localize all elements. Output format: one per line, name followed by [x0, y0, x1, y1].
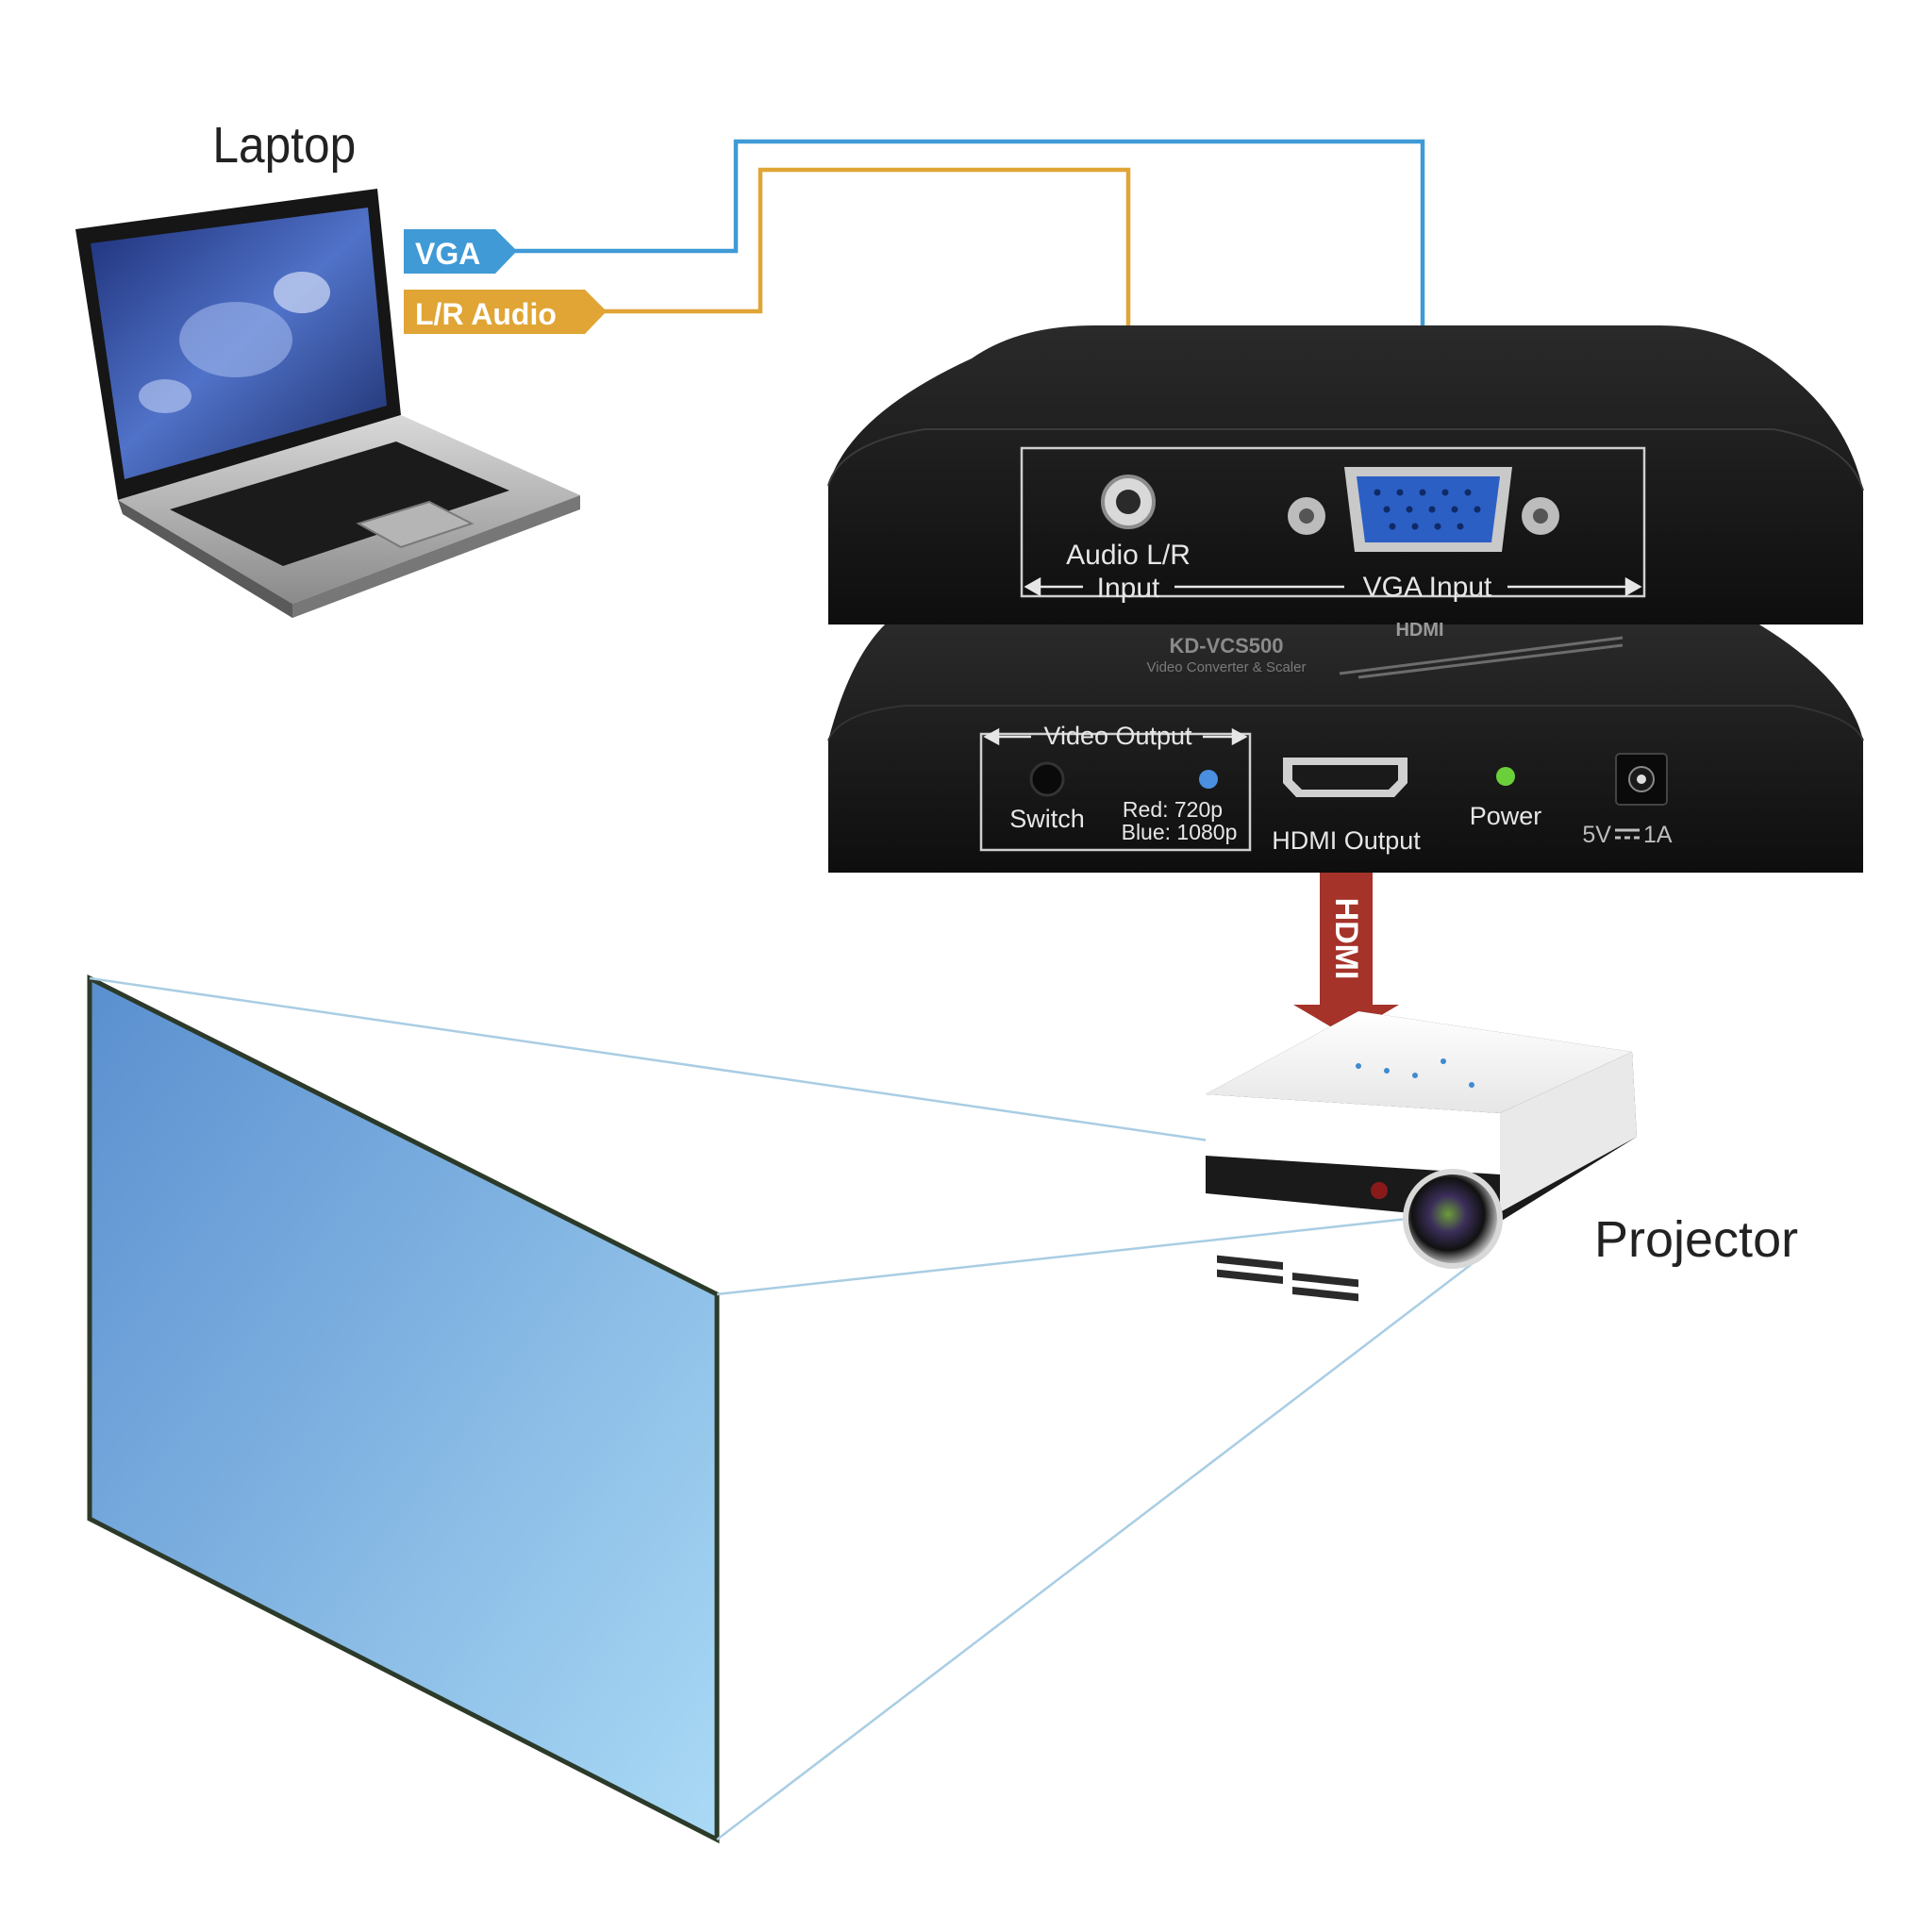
switch-label: Switch	[1009, 805, 1085, 833]
projection-screen	[87, 974, 720, 1844]
device-logo: HDMI	[1395, 620, 1443, 641]
hdmi-arrow-label: HDMI	[1328, 898, 1364, 980]
dc-symbol-icon	[1615, 828, 1640, 840]
vga-tag-label: VGA	[415, 237, 480, 271]
hdmi-output-label: HDMI Output	[1272, 826, 1421, 855]
projector-image	[1206, 1011, 1637, 1302]
audio-tag-label: L/R Audio	[415, 297, 557, 331]
dc-voltage-label: 5V	[1582, 822, 1611, 848]
projector-label: Projector	[1594, 1211, 1798, 1268]
dc-power-jack-icon	[1615, 753, 1668, 806]
vga-input-label: VGA Input	[1363, 572, 1492, 603]
vga-tag: VGA	[404, 229, 517, 274]
projector-lens-icon	[1403, 1169, 1503, 1269]
converter-back-panel: Audio L/R Input VGA Input	[827, 325, 1864, 625]
laptop-label: Laptop	[212, 116, 356, 173]
audio-input-label-line1: Audio L/R	[1066, 540, 1191, 571]
resolution-blue-label: Blue: 1080p	[1122, 820, 1238, 844]
device-model: KD-VCS500	[1169, 634, 1283, 658]
hdmi-port-icon	[1283, 758, 1407, 797]
audio-input-label-line2: Input	[1097, 573, 1160, 604]
audio-tag: L/R Audio	[404, 290, 607, 334]
resolution-led-icon	[1199, 770, 1218, 789]
converter-front-panel: HDMI KD-VCS500 Video Converter & Scaler …	[827, 620, 1864, 873]
video-output-label: Video Output	[1043, 722, 1192, 750]
power-led-icon	[1496, 767, 1515, 786]
power-label: Power	[1470, 802, 1542, 830]
device-brand: HDMI KD-VCS500 Video Converter & Scaler	[1147, 620, 1624, 679]
laptop-image	[75, 189, 580, 618]
resolution-red-label: Red: 720p	[1123, 797, 1223, 822]
hdmi-arrow: HDMI	[1293, 873, 1399, 1036]
device-subtitle: Video Converter & Scaler	[1147, 659, 1307, 675]
vga-port-icon	[1288, 467, 1559, 552]
dc-current-label: 1A	[1643, 822, 1673, 848]
switch-button-icon	[1029, 761, 1065, 797]
